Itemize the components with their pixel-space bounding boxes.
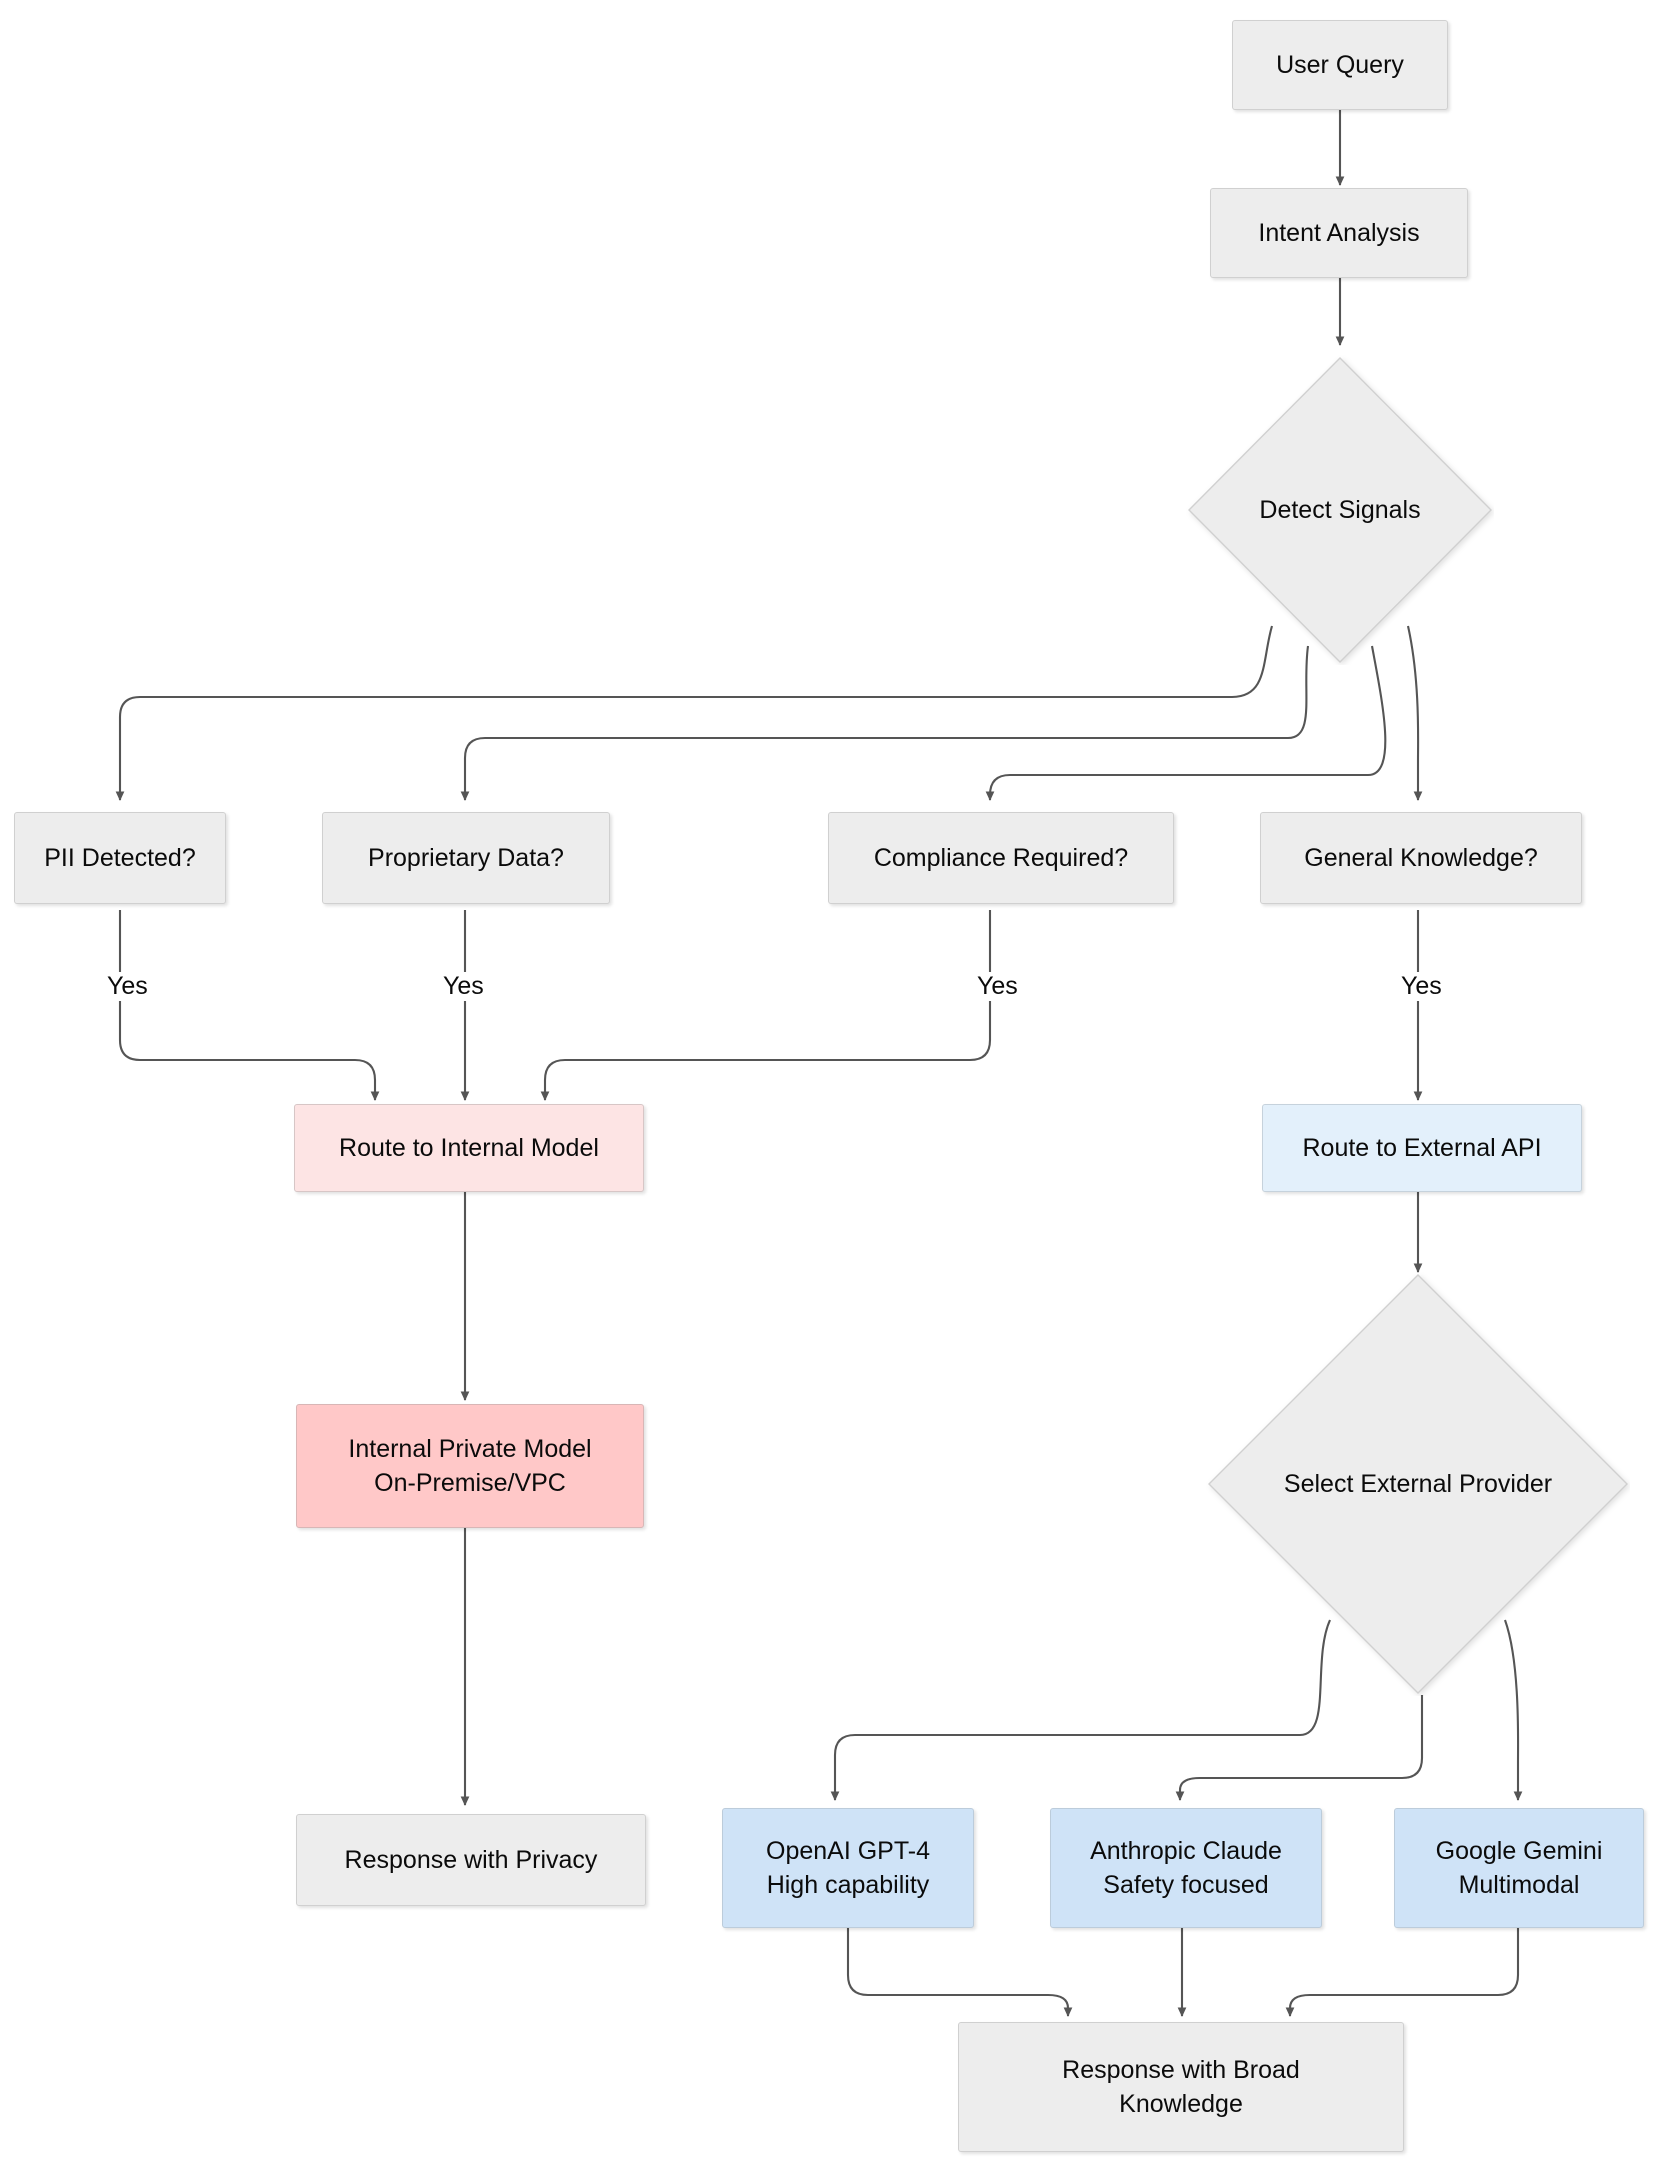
node-proprietary-data-label: Proprietary Data? bbox=[368, 843, 564, 872]
edge-label-proprietary-yes: Yes bbox=[440, 972, 487, 1001]
edge-pii-to-route-internal bbox=[118, 910, 380, 1101]
node-intent-analysis-label: Intent Analysis bbox=[1258, 218, 1420, 247]
node-compliance-required-label: Compliance Required? bbox=[873, 843, 1129, 872]
edge-gemini-to-response-broad bbox=[1285, 1928, 1520, 2017]
node-intent-analysis[interactable]: Intent Analysis bbox=[1210, 188, 1468, 278]
node-response-broad-line2: Knowledge bbox=[1119, 2090, 1243, 2118]
node-route-internal-label: Route to Internal Model bbox=[339, 1133, 599, 1162]
node-compliance-required[interactable]: Compliance Required? bbox=[828, 812, 1174, 904]
edge-label-pii-yes-text: Yes bbox=[107, 972, 148, 1000]
node-select-external-provider[interactable]: Select External Provider bbox=[1206, 1272, 1630, 1696]
node-openai-gpt4-line1: OpenAI GPT-4 bbox=[766, 1836, 930, 1865]
select-provider-diamond-shape bbox=[1208, 1274, 1628, 1694]
node-user-query[interactable]: User Query bbox=[1232, 20, 1448, 110]
node-response-privacy-label: Response with Privacy bbox=[344, 1845, 598, 1874]
edge-label-compliance-yes: Yes bbox=[974, 972, 1021, 1001]
node-proprietary-data[interactable]: Proprietary Data? bbox=[322, 812, 610, 904]
node-general-knowledge-label: General Knowledge? bbox=[1304, 843, 1538, 872]
node-anthropic-claude[interactable]: Anthropic Claude Safety focused bbox=[1050, 1808, 1322, 1928]
edge-label-proprietary-yes-text: Yes bbox=[443, 972, 484, 1000]
edge-detect-to-pii bbox=[115, 625, 1274, 801]
node-google-gemini[interactable]: Google Gemini Multimodal bbox=[1394, 1808, 1644, 1928]
edge-compliance-to-route-internal bbox=[540, 910, 992, 1101]
node-response-with-broad-knowledge[interactable]: Response with Broad Knowledge bbox=[958, 2022, 1404, 2152]
edge-label-general-yes: Yes bbox=[1398, 972, 1445, 1001]
node-route-to-external-api[interactable]: Route to External API bbox=[1262, 1104, 1582, 1192]
node-anthropic-claude-line1: Anthropic Claude bbox=[1090, 1836, 1282, 1865]
node-detect-signals-label: Detect Signals bbox=[1259, 495, 1421, 524]
node-internal-private-model-line2: On-Premise/VPC bbox=[374, 1469, 566, 1497]
edge-detect-to-compliance bbox=[985, 645, 1387, 801]
node-google-gemini-line1: Google Gemini bbox=[1435, 1836, 1603, 1865]
node-anthropic-claude-line2: Safety focused bbox=[1103, 1871, 1269, 1899]
node-internal-private-model[interactable]: Internal Private Model On-Premise/VPC bbox=[296, 1404, 644, 1528]
node-internal-private-model-line1: Internal Private Model bbox=[348, 1434, 592, 1463]
node-pii-detected-label: PII Detected? bbox=[44, 843, 196, 872]
edge-label-compliance-yes-text: Yes bbox=[977, 972, 1018, 1000]
node-route-external-label: Route to External API bbox=[1302, 1133, 1542, 1162]
edge-label-pii-yes: Yes bbox=[104, 972, 151, 1001]
node-select-external-provider-label: Select External Provider bbox=[1283, 1469, 1553, 1498]
edge-label-general-yes-text: Yes bbox=[1401, 972, 1442, 1000]
node-route-to-internal-model[interactable]: Route to Internal Model bbox=[294, 1104, 644, 1192]
node-openai-gpt4[interactable]: OpenAI GPT-4 High capability bbox=[722, 1808, 974, 1928]
node-response-with-privacy[interactable]: Response with Privacy bbox=[296, 1814, 646, 1906]
node-detect-signals[interactable]: Detect Signals bbox=[1186, 355, 1494, 665]
edge-select-to-claude bbox=[1175, 1695, 1424, 1801]
node-user-query-label: User Query bbox=[1276, 50, 1404, 79]
edge-openai-to-response-broad bbox=[846, 1928, 1073, 2017]
edge-detect-to-proprietary bbox=[460, 645, 1310, 801]
node-google-gemini-line2: Multimodal bbox=[1458, 1871, 1580, 1899]
node-pii-detected[interactable]: PII Detected? bbox=[14, 812, 226, 904]
node-general-knowledge[interactable]: General Knowledge? bbox=[1260, 812, 1582, 904]
node-response-broad-line1: Response with Broad bbox=[1062, 2055, 1300, 2084]
node-openai-gpt4-line2: High capability bbox=[766, 1871, 930, 1899]
